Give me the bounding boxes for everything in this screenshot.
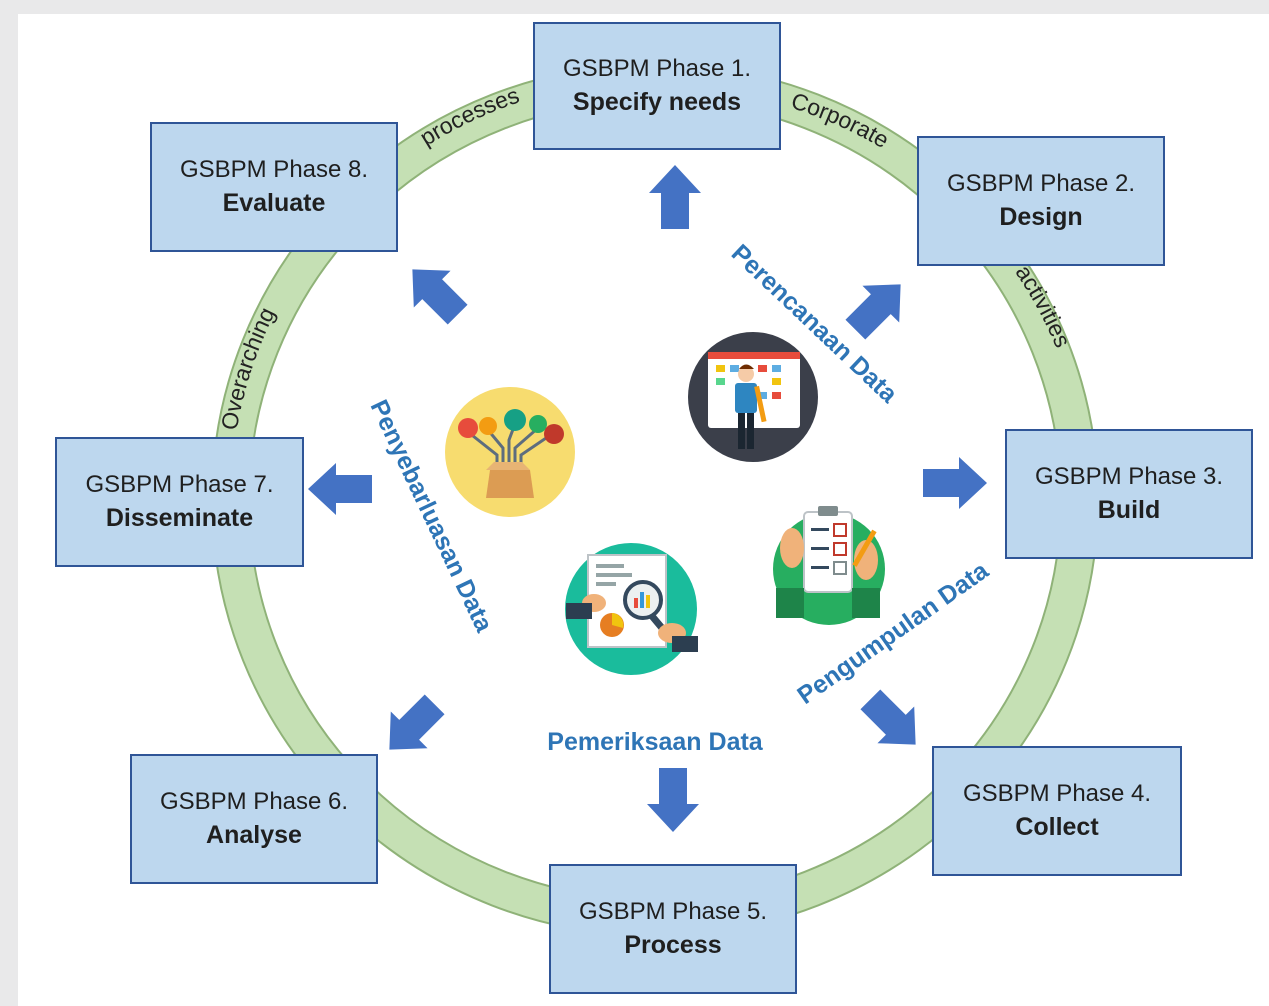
phase-5-number: GSBPM Phase 5. (578, 898, 768, 925)
phase-arrows (308, 165, 987, 832)
arrow-to-phase-6 (389, 694, 445, 750)
arrow-to-phase-3 (923, 457, 987, 509)
phase-3-box: GSBPM Phase 3. Build (1005, 429, 1253, 559)
arrow-to-phase-7 (308, 463, 372, 515)
phase-4-box: GSBPM Phase 4. Collect (932, 746, 1182, 876)
data-collection-clipboard-icon (773, 506, 885, 625)
arrow-to-phase-1 (649, 165, 701, 229)
stage-label-pemeriksaan: Pemeriksaan Data (547, 728, 764, 756)
data-review-magnifier-icon (565, 543, 698, 675)
data-dissemination-network-icon (445, 387, 575, 517)
phase-5-name: Process (624, 931, 722, 959)
phase-8-name: Evaluate (222, 189, 326, 217)
phase-8-number: GSBPM Phase 8. (179, 156, 369, 183)
phase-2-name: Design (999, 203, 1083, 231)
phase-3-name: Build (1097, 496, 1161, 524)
phase-7-number: GSBPM Phase 7. (85, 471, 274, 498)
phase-8-box: GSBPM Phase 8. Evaluate (150, 122, 398, 252)
phase-6-name: Analyse (206, 821, 302, 849)
phase-6-box: GSBPM Phase 6. Analyse (130, 754, 378, 884)
phase-7-name: Disseminate (105, 504, 254, 532)
phase-1-number: GSBPM Phase 1. (562, 55, 752, 82)
phase-2-number: GSBPM Phase 2. (946, 170, 1136, 197)
arrow-to-phase-2 (845, 284, 901, 340)
phase-4-name: Collect (1015, 813, 1099, 841)
phase-4-number: GSBPM Phase 4. (962, 780, 1152, 807)
phase-3-number: GSBPM Phase 3. (1034, 463, 1224, 490)
planning-presenter-icon (688, 332, 818, 462)
phase-6-number: GSBPM Phase 6. (159, 788, 349, 815)
phase-1-name: Specify needs (572, 88, 742, 116)
arrow-to-phase-5 (647, 768, 699, 832)
phase-1-box: GSBPM Phase 1. Specify needs (533, 22, 781, 150)
phase-7-box: GSBPM Phase 7. Disseminate (55, 437, 304, 567)
phase-2-box: GSBPM Phase 2. Design (917, 136, 1165, 266)
phase-5-box: GSBPM Phase 5. Process (549, 864, 797, 994)
arrow-to-phase-8 (412, 269, 468, 325)
arrow-to-phase-4 (860, 689, 916, 745)
